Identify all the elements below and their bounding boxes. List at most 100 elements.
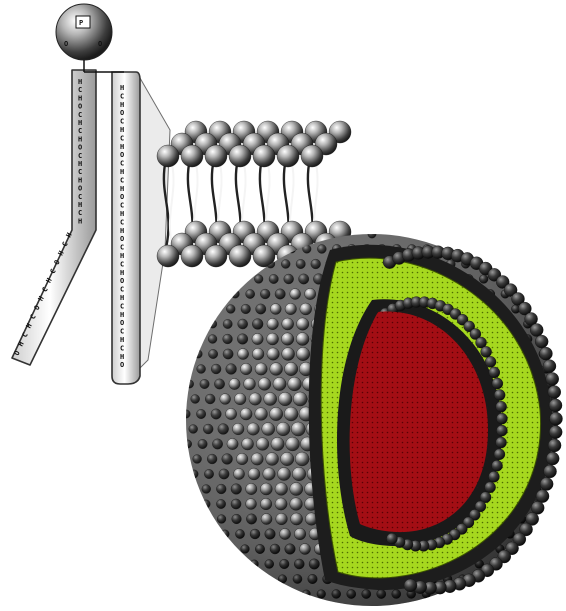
- head-group-ball: [308, 574, 318, 584]
- head-group-ball: [181, 145, 203, 167]
- head-group-ball: [240, 363, 252, 375]
- head-group-ball: [236, 453, 248, 465]
- head-group-ball: [284, 274, 294, 284]
- head-group-ball: [296, 259, 305, 268]
- bilayer-top-heads: [157, 121, 351, 167]
- head-group-ball: [244, 378, 256, 390]
- head-group-ball: [247, 423, 259, 435]
- head-group-ball: [277, 145, 299, 167]
- head-group-ball: [294, 528, 306, 540]
- head-group-ball: [281, 333, 293, 345]
- head-group-ball: [332, 590, 341, 599]
- head-group-ball: [260, 289, 270, 299]
- head-group-ball: [288, 377, 302, 391]
- head-group-ball: [227, 438, 238, 449]
- head-group-ball: [208, 335, 217, 344]
- head-group-ball: [182, 410, 190, 418]
- head-group-ball: [157, 145, 179, 167]
- chain-atom: C: [78, 168, 82, 176]
- chain-atom: C: [120, 244, 124, 252]
- head-group-ball: [285, 544, 296, 555]
- head-group-ball: [214, 379, 224, 389]
- head-group-ball: [255, 544, 264, 553]
- head-group-ball: [248, 468, 260, 480]
- chain-atom: H: [120, 210, 124, 218]
- head-group-ball: [205, 394, 215, 404]
- head-group-ball: [229, 145, 251, 167]
- head-group-ball: [157, 245, 179, 267]
- head-group-ball: [256, 304, 266, 314]
- head-group-ball: [300, 303, 312, 315]
- head-group-ball: [222, 454, 233, 465]
- liposome-cross-section: [176, 230, 562, 606]
- chain-atom: O: [120, 361, 124, 369]
- head-group-ball: [208, 349, 217, 358]
- head-group-ball: [194, 350, 202, 358]
- chain-atom: C: [78, 111, 82, 119]
- head-group-ball: [282, 318, 294, 330]
- head-group-ball: [190, 470, 198, 478]
- head-group-ball: [299, 543, 310, 554]
- head-group-ball: [548, 439, 561, 452]
- head-group-ball: [271, 437, 284, 450]
- head-group-ball: [279, 528, 290, 539]
- head-group-ball: [293, 392, 307, 406]
- chain-atom: H: [78, 119, 82, 127]
- head-group-ball: [211, 364, 221, 374]
- head-group-ball: [485, 482, 496, 493]
- head-group-ball: [362, 589, 371, 598]
- head-group-ball: [191, 395, 200, 404]
- head-group-ball: [185, 380, 193, 388]
- head-group-ball: [252, 319, 263, 330]
- head-group-ball: [290, 513, 302, 525]
- chain-atom: H: [78, 160, 82, 168]
- chain-atom: C: [78, 209, 82, 217]
- head-group-ball: [216, 499, 225, 508]
- head-group-ball: [246, 289, 255, 298]
- head-group-ball: [205, 145, 227, 167]
- head-group-ball: [546, 372, 559, 385]
- chain-atom: C: [120, 328, 124, 336]
- chain-atom: C: [120, 302, 124, 310]
- head-group-ball: [223, 349, 233, 359]
- head-group-ball: [197, 365, 206, 374]
- head-group-ball: [251, 453, 263, 465]
- chain-atom: H: [120, 269, 124, 277]
- chain-atom: C: [78, 127, 82, 135]
- head-group-ball: [223, 319, 232, 328]
- lipid-tail-left: [12, 70, 96, 365]
- head-group-ball: [290, 498, 303, 511]
- head-group-ball: [299, 274, 309, 284]
- chain-atom: H: [78, 135, 82, 143]
- head-group-ball: [535, 335, 548, 348]
- head-group-ball: [548, 386, 561, 399]
- chain-atom: C: [78, 152, 82, 160]
- head-group-ball: [225, 408, 236, 419]
- head-group-ball: [241, 545, 250, 554]
- head-group-ball: [212, 305, 220, 313]
- head-group-ball: [183, 440, 191, 448]
- head-group-ball: [275, 498, 287, 510]
- head-group-ball: [302, 590, 310, 598]
- chain-atom: H: [120, 294, 124, 302]
- head-group-ball: [250, 560, 258, 568]
- head-group-ball: [194, 335, 202, 343]
- head-group-ball: [246, 499, 257, 510]
- chain-atom: C: [120, 344, 124, 352]
- head-group-ball: [317, 590, 326, 599]
- head-group-ball: [246, 514, 256, 524]
- head-group-ball: [270, 363, 283, 376]
- head-atom-o2: O: [98, 40, 102, 48]
- lipid-tail: [170, 164, 174, 248]
- head-group-ball: [546, 452, 559, 465]
- head-group-ball: [181, 245, 203, 267]
- head-group-ball: [233, 468, 244, 479]
- chain-atom: O: [120, 151, 124, 159]
- head-group-ball: [404, 579, 417, 592]
- chain-atom: C: [120, 286, 124, 294]
- head-group-ball: [235, 529, 244, 538]
- head-group-ball: [240, 408, 252, 420]
- head-group-ball: [238, 348, 249, 359]
- head-group-ball: [317, 245, 326, 254]
- chain-atom: H: [78, 78, 82, 86]
